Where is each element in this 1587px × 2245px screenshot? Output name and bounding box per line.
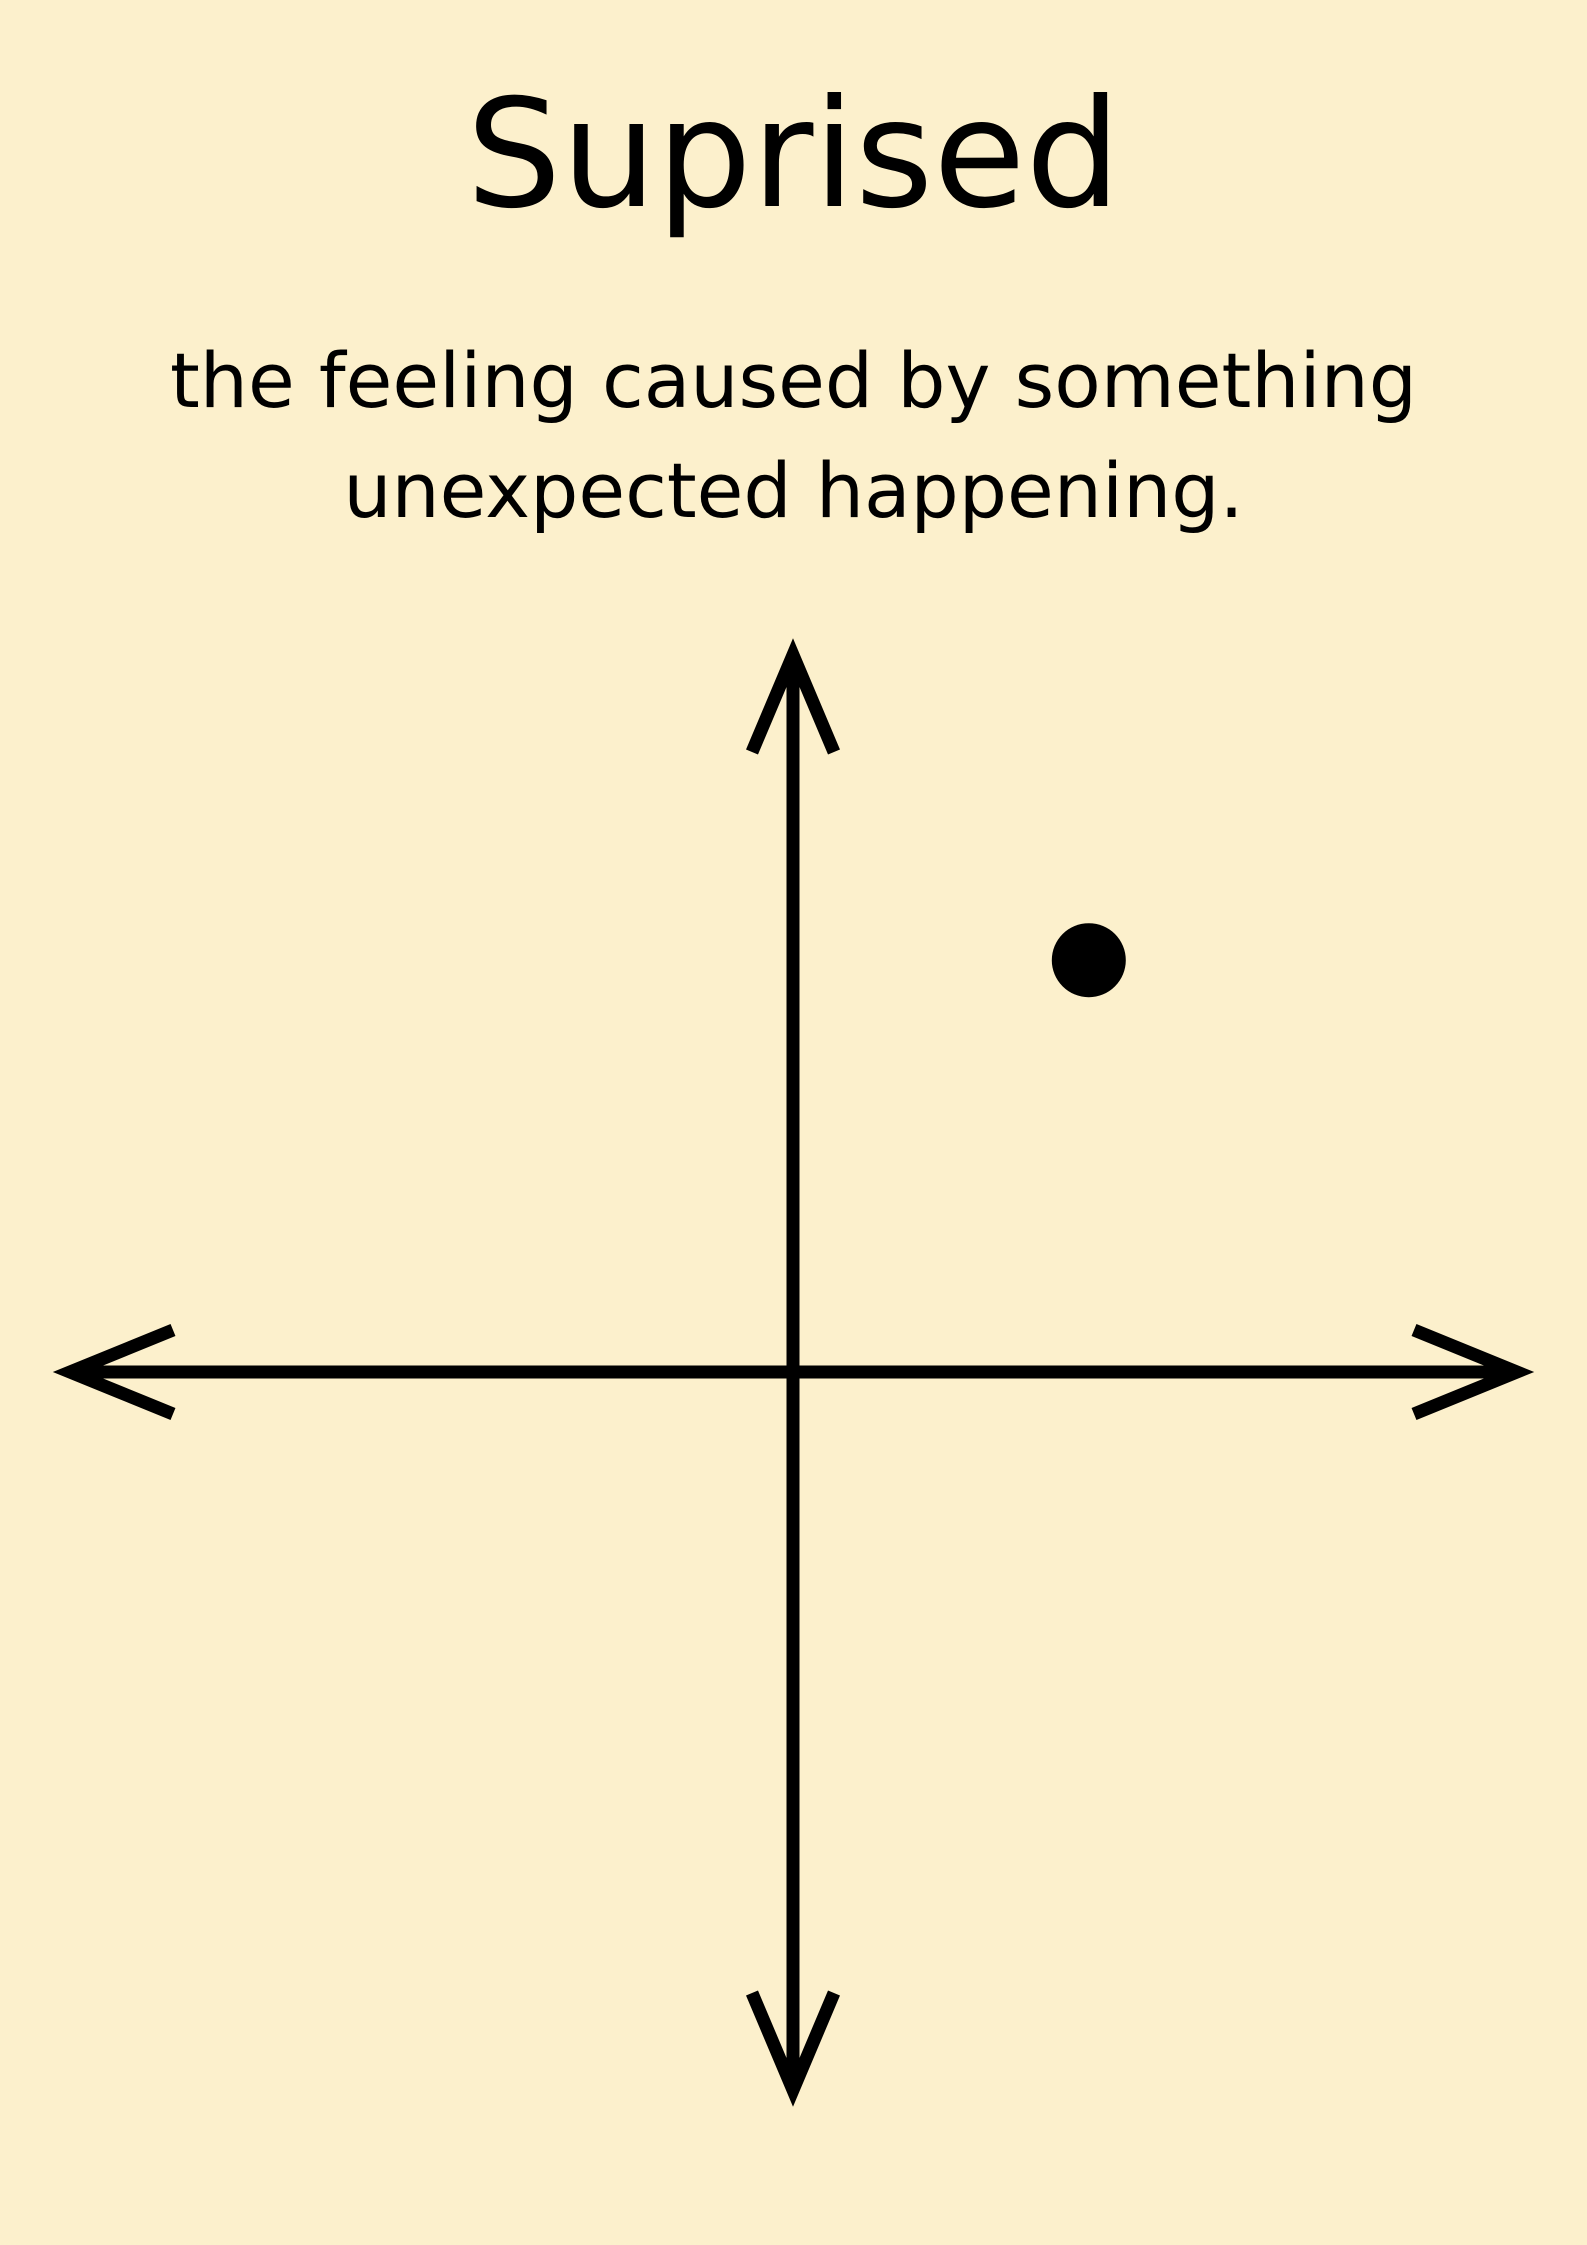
y-axis-top-arrow xyxy=(746,638,840,755)
data-point xyxy=(1051,923,1126,998)
page-title: Suprised xyxy=(466,68,1121,242)
x-axis-right-arrow xyxy=(1411,1323,1535,1421)
definition-line-2: unexpected happening. xyxy=(343,446,1244,535)
data-points xyxy=(1051,923,1126,998)
y-axis-bottom-arrow xyxy=(746,1990,840,2107)
definition-text: the feeling caused by something unexpect… xyxy=(100,326,1487,546)
x-axis-left-arrow xyxy=(52,1323,176,1421)
definition-line-1: the feeling caused by something xyxy=(170,336,1417,425)
